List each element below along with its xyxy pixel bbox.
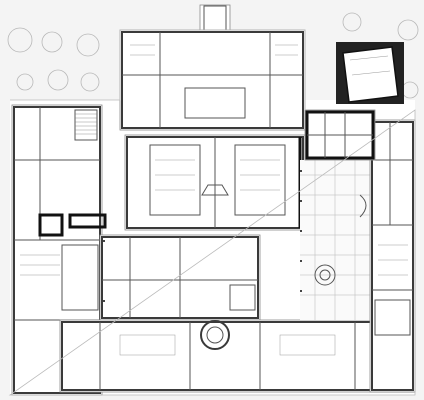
pavilion <box>336 42 404 104</box>
east-connector <box>304 109 376 161</box>
colonnade <box>103 170 302 302</box>
south-wing <box>59 319 416 393</box>
south-west-rooms <box>99 234 261 321</box>
trees <box>7 12 419 99</box>
north-wing <box>119 29 306 131</box>
east-courtyard <box>300 160 370 320</box>
stair-core <box>74 109 98 141</box>
central-block <box>124 134 306 231</box>
site-boundary <box>8 29 416 396</box>
east-wing <box>369 119 416 393</box>
